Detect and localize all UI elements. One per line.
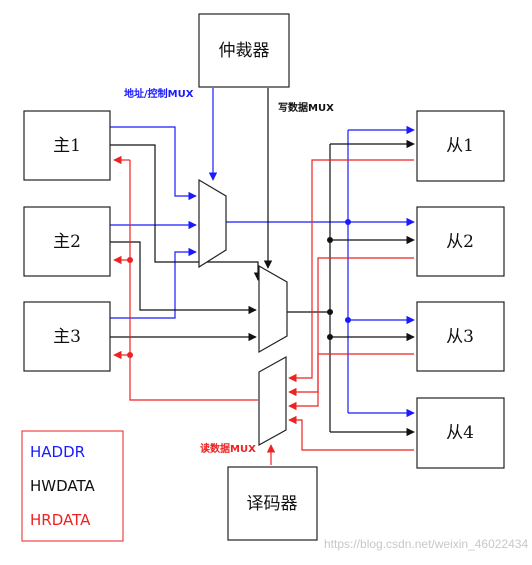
legend: HADDR HWDATA HRDATA (21, 430, 124, 542)
slave-1: 从1 (416, 110, 505, 182)
arbiter-label: 仲裁器 (219, 41, 270, 61)
master-2-label: 主2 (53, 232, 81, 252)
read-data-mux (258, 355, 287, 447)
master-3: 主3 (23, 301, 111, 372)
junction-dot (127, 352, 133, 358)
junction-dot (345, 317, 351, 323)
master-3-label: 主3 (53, 327, 81, 347)
junction-dot (327, 237, 333, 243)
legend-hwdata: HWDATA (30, 477, 95, 495)
junction-dot (345, 219, 351, 225)
slave-2: 从2 (416, 206, 505, 277)
write-data-mux (258, 264, 288, 354)
master-2: 主2 (23, 206, 111, 277)
slave-3: 从3 (416, 301, 505, 372)
legend-hrdata: HRDATA (30, 511, 91, 529)
write-data-mux-label: 写数据MUX (278, 101, 334, 114)
decoder-label: 译码器 (247, 494, 298, 514)
decoder-block: 译码器 (227, 466, 318, 541)
slave-3-label: 从3 (446, 327, 474, 347)
slave-1-label: 从1 (446, 136, 474, 156)
arbiter-block: 仲裁器 (198, 13, 290, 88)
hwdata-lines (110, 88, 415, 437)
junction-dot (327, 334, 333, 340)
watermark: https://blog.csdn.net/weixin_46022434 (324, 537, 528, 551)
haddr-lines (110, 88, 415, 418)
legend-haddr: HADDR (30, 443, 85, 461)
slave-4-label: 从4 (446, 423, 474, 443)
addr-ctrl-mux-label: 地址/控制MUX (124, 87, 194, 100)
master-1: 主1 (23, 110, 111, 181)
junction-dot (327, 309, 333, 315)
addr-ctrl-mux (198, 178, 227, 269)
read-data-mux-label: 读数据MUX (200, 442, 256, 455)
master-1-label: 主1 (53, 136, 81, 156)
slave-2-label: 从2 (446, 232, 474, 252)
slave-4: 从4 (416, 397, 505, 469)
junction-dot (127, 257, 133, 263)
